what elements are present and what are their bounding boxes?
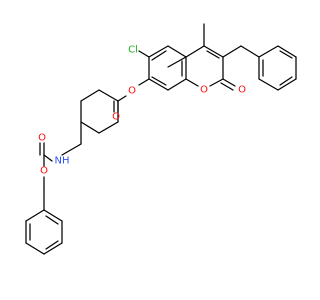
structure-svg: Cl O O O O NH O O [25, 23, 297, 255]
chlorine-label: Cl [128, 45, 138, 56]
coumarin-benzo-ring [148, 45, 187, 91]
molecule-diagram: Cl O O O O NH O O [25, 23, 297, 255]
cyclohexane-ring [80, 89, 119, 134]
benzyl-group [222, 45, 297, 91]
amide-nitrogen-label: NH [55, 156, 70, 167]
ester-carbonyl-oxygen-label: O [112, 112, 120, 123]
atom-labels: Cl O O O O NH O O [38, 45, 246, 177]
ring-oxygen-label: O [200, 85, 208, 96]
benzyloxy-phenyl [25, 187, 63, 255]
carbamate-group [39, 121, 82, 189]
chloro-substituent [138, 50, 150, 58]
coumarin-pyranone-ring [185, 23, 236, 91]
lactone-carbonyl-oxygen-label: O [238, 85, 246, 96]
carbamate-carbonyl-oxygen-label: O [38, 133, 46, 144]
carbamate-ether-oxygen-label: O [40, 166, 48, 177]
ester-oxygen-label: O [128, 86, 136, 97]
